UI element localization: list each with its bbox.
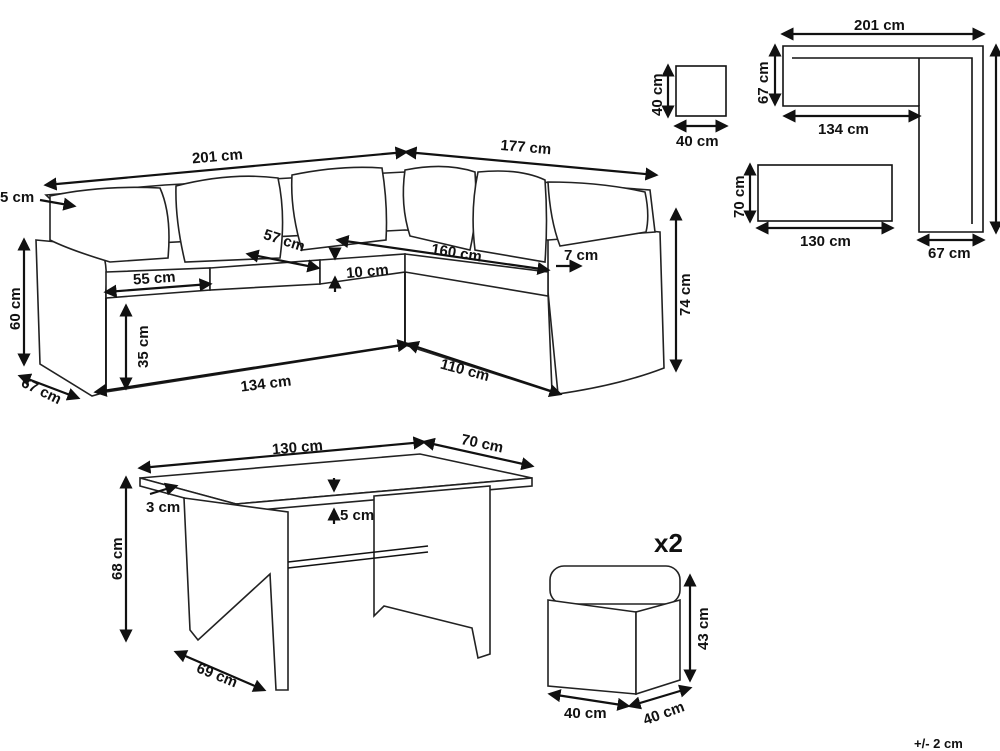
top-view-corner-sofa: 201 cm 67 cm 134 cm 67 cm 177 (755, 17, 1000, 262)
label-top-inner-length: 134 cm (818, 121, 869, 138)
label-cushion-offset: 10 cm (345, 261, 389, 282)
label-front-length: 134 cm (240, 372, 293, 395)
back-cushion-5 (472, 170, 548, 263)
label-table-top-offset: 5 cm (340, 507, 374, 524)
stool-front (547, 599, 637, 695)
label-table-width: 70 cm (460, 431, 505, 456)
label-tolerance: +/- 2 cm (914, 736, 963, 751)
stool (547, 565, 681, 696)
table-left-leg (183, 497, 289, 691)
top-view-stool: 40 cm 40 cm (649, 63, 729, 150)
label-stool-height: 43 cm (695, 607, 712, 650)
label-table-base-depth: 69 cm (194, 660, 240, 692)
back-cushion-3 (290, 166, 388, 251)
top-view-table: 70 cm 130 cm (731, 162, 895, 250)
label-seat-width: 55 cm (132, 269, 176, 289)
label-top-table-length: 130 cm (800, 233, 851, 250)
label-top-square-width: 40 cm (676, 133, 719, 150)
sofa-left-arm (35, 239, 108, 397)
label-sofa-side-width: 177 cm (500, 137, 552, 158)
label-top-corner-width: 201 cm (854, 17, 905, 34)
back-cushion-4 (402, 165, 477, 251)
label-sofa-back-width: 201 cm (191, 146, 243, 167)
back-cushion-6 (547, 181, 649, 247)
label-table-top-thickness: 3 cm (146, 499, 180, 516)
label-seat-height: 35 cm (135, 325, 152, 368)
label-top-side-depth: 67 cm (928, 245, 971, 262)
stool-side (635, 598, 681, 696)
label-top-square-height: 40 cm (649, 73, 666, 116)
table-right-leg (373, 485, 491, 660)
label-table-length: 130 cm (271, 437, 323, 458)
label-stool-width: 40 cm (564, 705, 607, 722)
label-arm-thickness-right: 7 cm (564, 247, 598, 264)
label-stool-depth: 40 cm (641, 698, 687, 729)
label-top-corner-depth: 67 cm (755, 61, 772, 104)
label-top-table-depth: 70 cm (731, 175, 748, 218)
label-total-height: 74 cm (677, 273, 694, 316)
label-table-height: 68 cm (109, 537, 126, 580)
label-sofa-depth: 67 cm (18, 374, 64, 408)
back-cushion-2 (175, 175, 284, 263)
dining-table (139, 453, 533, 691)
label-stool-quantity: x2 (654, 528, 683, 558)
stool-cushion (549, 565, 681, 605)
label-arm-thickness-left: 5 cm (0, 189, 34, 206)
label-arm-height: 60 cm (7, 287, 24, 330)
